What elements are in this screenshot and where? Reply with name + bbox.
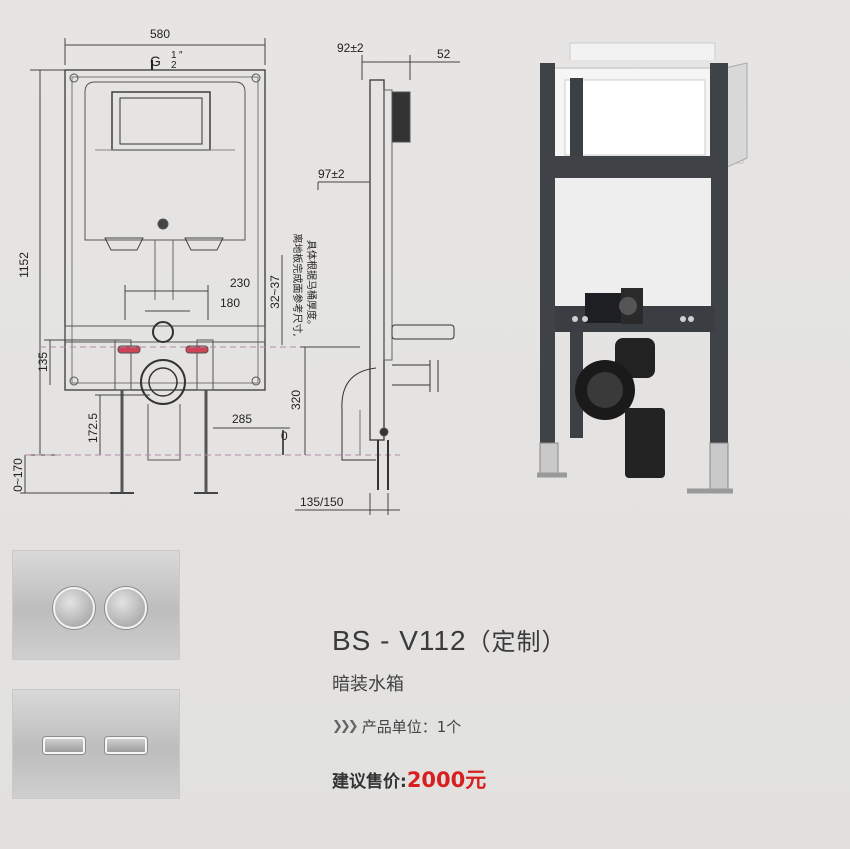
flush-plate-round: [12, 550, 180, 660]
product-photo: [537, 42, 748, 494]
round-flush-button-left: [53, 587, 95, 629]
round-flush-button-right: [105, 587, 147, 629]
dim-pipe-num: 1: [171, 50, 177, 61]
drawing-note-2: 具体根据马桶厚度。: [305, 240, 318, 330]
dim-52: 52: [437, 47, 451, 61]
dim-92: 92±2: [337, 41, 364, 55]
dim-pipe-inch: ″: [179, 50, 183, 61]
drawing-note-1: 离地板完成面参考尺寸,: [291, 233, 304, 336]
product-price: 建议售价:2000元: [332, 764, 486, 794]
dim-0-170: 0~170: [11, 458, 25, 492]
flush-plate-rect: [12, 689, 180, 799]
technical-drawing: 580 G 1 2 ″ 230 180 285 92±2 52 97±2 0 1…: [11, 27, 460, 515]
price-label: 建议售价:: [332, 772, 407, 792]
dim-pipe-den: 2: [171, 60, 177, 71]
rect-flush-button-left: [43, 737, 85, 754]
product-model: BS - V112（定制）: [332, 622, 567, 657]
price-value: 2000元: [406, 768, 487, 792]
model-code: BS - V112: [332, 625, 467, 656]
product-subtitle: 暗装水箱: [332, 674, 404, 695]
dim-height: 1152: [17, 252, 31, 278]
dim-zero: 0: [281, 429, 288, 443]
double-chevron-right-icon: ❯❯❯: [332, 719, 359, 734]
product-unit: ❯❯❯ 产品单位：1个: [332, 716, 461, 737]
dim-180: 180: [220, 296, 240, 310]
rect-flush-button-right: [105, 737, 147, 754]
dim-pipe-g: G: [150, 53, 161, 69]
dim-230: 230: [230, 276, 250, 290]
dim-135-150: 135/150: [300, 495, 344, 509]
custom-tag: （定制）: [466, 628, 567, 656]
dim-172-5: 172.5: [86, 413, 100, 443]
dim-width: 580: [150, 27, 170, 41]
dim-320: 320: [289, 390, 303, 410]
dim-285: 285: [232, 412, 252, 426]
dim-135: 135: [36, 352, 50, 372]
unit-label: 产品单位：1个: [361, 718, 462, 736]
dim-32-37: 32~37: [268, 275, 282, 309]
dim-97: 97±2: [318, 167, 345, 181]
